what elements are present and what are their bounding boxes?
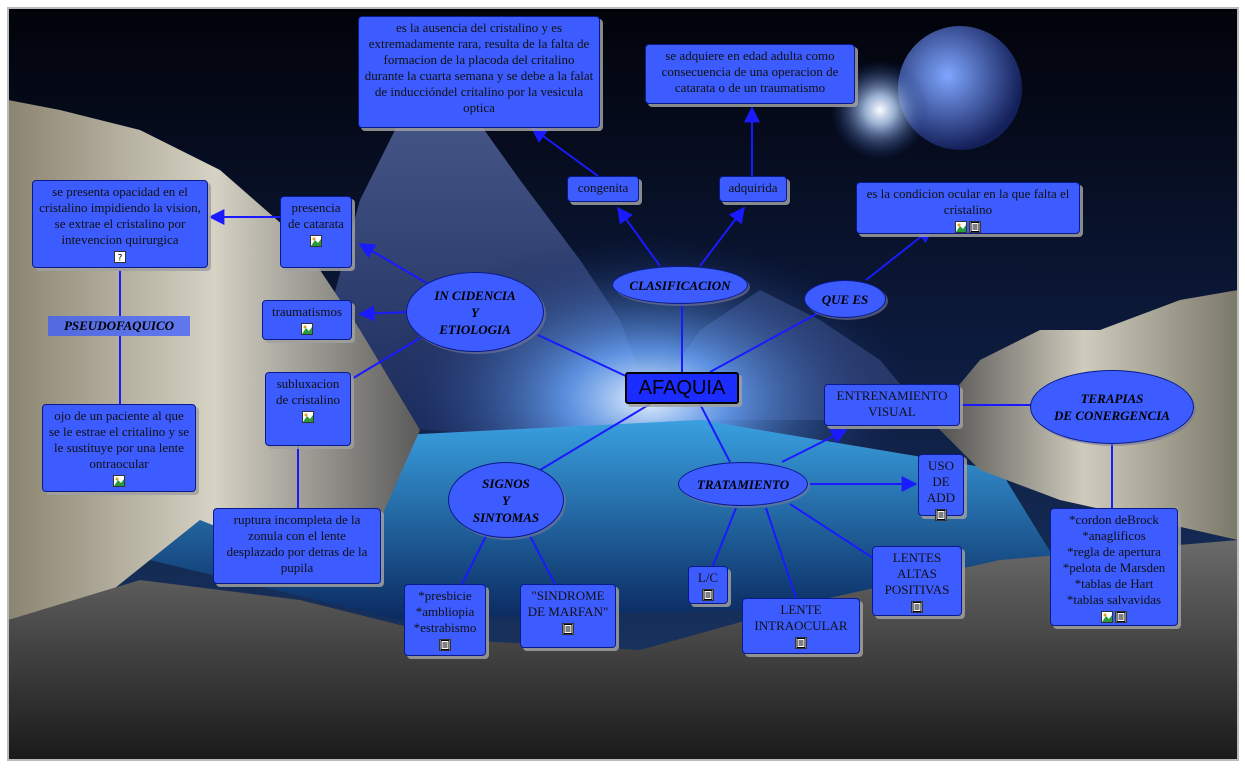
note-icon[interactable]: [935, 509, 947, 521]
node-adquirida-definition[interactable]: se adquiere en edad adulta como consecue…: [645, 44, 855, 104]
node-lente-intraocular[interactable]: LENTE INTRAOCULAR: [742, 598, 860, 654]
node-presencia-catarata-text: presencia de catarata: [288, 200, 344, 231]
image-icon[interactable]: [955, 221, 967, 233]
node-traumatismos[interactable]: traumatismos: [262, 300, 352, 340]
node-icons: [268, 323, 346, 335]
node-icons: [862, 221, 1074, 233]
node-icons: ?: [38, 251, 202, 263]
node-icons: [1056, 611, 1172, 623]
question-icon[interactable]: ?: [114, 251, 126, 263]
node-uso-add-label: USO DE ADD: [926, 458, 956, 505]
note-icon[interactable]: [562, 623, 574, 635]
node-terapias-list[interactable]: *cordon deBrock *anaglificos *regla de a…: [1050, 508, 1178, 626]
list-item: *tablas de Hart: [1074, 576, 1154, 591]
node-congenita-label: congenita: [577, 180, 629, 195]
list-item: *tablas salvavidas: [1066, 592, 1162, 607]
node-terapias-line1: TERAPIAS: [1080, 391, 1144, 406]
list-item: *pelota de Marsden: [1062, 560, 1166, 575]
node-sindrome-marfan-text: "SINDROME DE MARFAN": [527, 588, 609, 619]
node-presbicie-line3: *estrabismo: [413, 620, 477, 635]
node-icons: [526, 623, 610, 635]
note-icon[interactable]: [795, 637, 807, 649]
node-clasificacion-label: CLASIFICACION: [629, 277, 731, 293]
central-node-label: AFAQUIA: [638, 377, 726, 399]
node-icons: [694, 589, 722, 601]
note-icon[interactable]: [911, 601, 923, 613]
node-incidencia-line2: Y: [471, 304, 479, 320]
node-subluxacion[interactable]: subluxacion de cristalino: [265, 372, 351, 446]
list-item: *regla de apertura: [1067, 544, 1161, 559]
node-terapias-convergencia[interactable]: TERAPIAS DE CONERGENCIA: [1030, 370, 1194, 444]
node-que-es[interactable]: QUE ES: [804, 280, 886, 318]
node-terapias-line2: DE CONERGENCIA: [1054, 408, 1170, 423]
node-lc[interactable]: L/C: [688, 566, 728, 604]
node-pseudofaquico-label: PSEUDOFAQUICO: [63, 318, 175, 333]
svg-text:?: ?: [118, 254, 123, 263]
node-icons: [286, 235, 346, 247]
node-entrenamiento-label: ENTRENAMIENTO VISUAL: [836, 388, 948, 419]
node-icons: [924, 509, 958, 521]
note-icon[interactable]: [439, 639, 451, 651]
node-ruptura[interactable]: ruptura incompleta de la zonula con el l…: [213, 508, 381, 584]
node-que-es-definition-text: es la condicion ocular en la que falta e…: [866, 186, 1070, 217]
node-icons: [878, 601, 956, 613]
node-signos-line3: SINTOMAS: [472, 509, 540, 525]
node-lc-label: L/C: [697, 570, 719, 585]
node-signos-sintomas[interactable]: SIGNOS Y SINTOMAS: [448, 462, 564, 538]
node-incidencia-etiologia[interactable]: IN CIDENCIA Y ETIOLOGIA: [406, 272, 544, 352]
node-icons: [271, 411, 345, 423]
node-sindrome-marfan[interactable]: "SINDROME DE MARFAN": [520, 584, 616, 648]
node-catarata-definition-text: se presenta opacidad en el cristalino im…: [39, 184, 201, 247]
node-ruptura-text: ruptura incompleta de la zonula con el l…: [226, 512, 368, 575]
node-icons: [748, 637, 854, 649]
image-icon[interactable]: [301, 323, 313, 335]
node-presbicie[interactable]: *presbicie *ambliopia *estrabismo: [404, 584, 486, 656]
node-pseudofaquico-definition[interactable]: ojo de un paciente al que se le estrae e…: [42, 404, 196, 492]
image-icon[interactable]: [310, 235, 322, 247]
list-item: *cordon deBrock: [1069, 512, 1159, 527]
node-subluxacion-label: subluxacion de cristalino: [276, 376, 340, 407]
node-pseudofaquico-definition-text: ojo de un paciente al que se le estrae e…: [48, 408, 190, 471]
node-signos-line1: SIGNOS: [482, 475, 530, 491]
node-que-es-label: QUE ES: [821, 291, 869, 307]
node-traumatismos-label: traumatismos: [271, 304, 343, 319]
central-node-afaquia[interactable]: AFAQUIA: [625, 372, 739, 404]
node-congenita-definition[interactable]: es la ausencia del cristalino y es extre…: [358, 16, 600, 128]
node-tratamiento-label: TRATAMIENTO: [696, 476, 790, 492]
node-uso-add[interactable]: USO DE ADD: [918, 454, 964, 521]
image-icon[interactable]: [1101, 611, 1113, 623]
image-icon[interactable]: [113, 475, 125, 487]
list-item: *anaglificos: [1082, 528, 1146, 543]
image-icon[interactable]: [302, 411, 314, 423]
node-tratamiento[interactable]: TRATAMIENTO: [678, 462, 808, 506]
note-icon[interactable]: [1115, 611, 1127, 623]
node-entrenamiento-visual[interactable]: ENTRENAMIENTO VISUAL: [824, 384, 960, 426]
node-presencia-catarata[interactable]: presencia de catarata: [280, 196, 352, 268]
node-icons: [410, 639, 480, 651]
node-adquirida-definition-text: se adquiere en edad adulta como consecue…: [661, 48, 839, 95]
node-pseudofaquico[interactable]: PSEUDOFAQUICO: [48, 316, 190, 336]
node-adquirida[interactable]: adquirida: [719, 176, 787, 202]
node-icons: [48, 475, 190, 487]
node-lente-intraocular-label: LENTE INTRAOCULAR: [754, 602, 848, 633]
node-adquirida-label: adquirida: [728, 180, 778, 195]
node-clasificacion[interactable]: CLASIFICACION: [612, 266, 748, 304]
node-lentes-altas-label: LENTES ALTAS POSITIVAS: [884, 550, 950, 597]
node-incidencia-line1: IN CIDENCIA: [434, 287, 516, 303]
node-presbicie-line2: *ambliopia: [415, 604, 475, 619]
node-congenita[interactable]: congenita: [567, 176, 639, 202]
note-icon[interactable]: [702, 589, 714, 601]
node-que-es-definition[interactable]: es la condicion ocular en la que falta e…: [856, 182, 1080, 234]
node-lentes-altas-positivas[interactable]: LENTES ALTAS POSITIVAS: [872, 546, 962, 616]
node-signos-line2: Y: [502, 492, 510, 508]
node-incidencia-line3: ETIOLOGIA: [439, 321, 511, 337]
node-catarata-definition[interactable]: se presenta opacidad en el cristalino im…: [32, 180, 208, 268]
node-presbicie-line1: *presbicie: [418, 588, 472, 603]
note-icon[interactable]: [969, 221, 981, 233]
node-congenita-definition-text: es la ausencia del cristalino y es extre…: [364, 20, 594, 115]
